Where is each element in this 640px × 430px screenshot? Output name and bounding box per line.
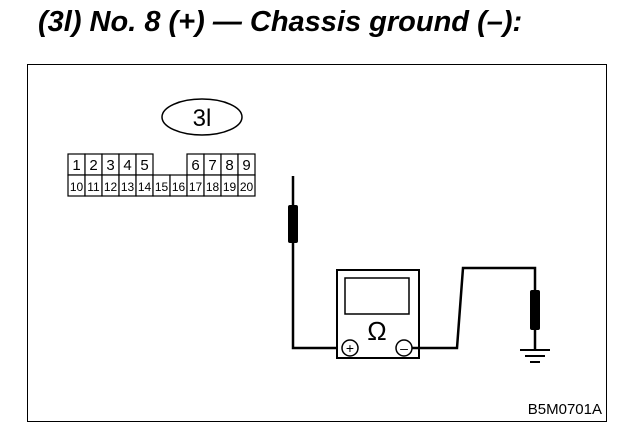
diagram-frame (27, 64, 607, 422)
connector-pin-label: 7 (208, 157, 216, 174)
positive-probe (288, 205, 298, 243)
connector-pin-label: 17 (189, 180, 203, 194)
connector-label: 3l (161, 98, 243, 136)
connector-label-text: 3l (193, 105, 212, 132)
connector-pin-label: 2 (89, 157, 97, 174)
connector-pin-cell (237, 174, 256, 197)
connector-label-oval (161, 98, 243, 136)
connector-pin-label: 14 (138, 180, 152, 194)
chassis-ground-icon (520, 349, 550, 363)
connector-pin-label: 16 (172, 180, 186, 194)
connector-pin-label: 8 (225, 157, 233, 174)
connector-pin-label: 4 (123, 157, 131, 174)
connector-pin-label: 19 (223, 180, 237, 194)
connector-pin-label: 12 (104, 180, 118, 194)
page-title: (3l) No. 8 (+) — Chassis ground (–): (38, 6, 523, 38)
connector-pin-label: 15 (155, 180, 169, 194)
connector-pin-label: 10 (70, 180, 84, 194)
connector-pin-label: 6 (191, 157, 199, 174)
positive-test-lead (288, 176, 342, 350)
negative-probe (530, 290, 540, 330)
connector-pin-label: 18 (206, 180, 220, 194)
connector-pin-label: 11 (87, 180, 100, 194)
negative-terminal-icon: – (395, 339, 413, 357)
connector-pin-label: 20 (240, 180, 254, 194)
ohmmeter: Ω + – (336, 269, 420, 359)
connector-pin-label: 3 (106, 157, 114, 174)
connector-pin-label: 13 (121, 180, 135, 194)
figure-id: B5M0701A (528, 401, 602, 418)
connector-pin-label: 5 (140, 157, 148, 174)
ohmmeter-display (344, 277, 410, 315)
connector-pin-label: 1 (72, 157, 80, 174)
ohm-symbol: Ω (367, 316, 386, 346)
svg-text:+: + (346, 340, 354, 356)
positive-terminal-icon: + (341, 339, 359, 357)
negative-test-lead (412, 266, 540, 350)
svg-text:–: – (400, 340, 408, 356)
connector-pin-label: 9 (242, 157, 250, 174)
